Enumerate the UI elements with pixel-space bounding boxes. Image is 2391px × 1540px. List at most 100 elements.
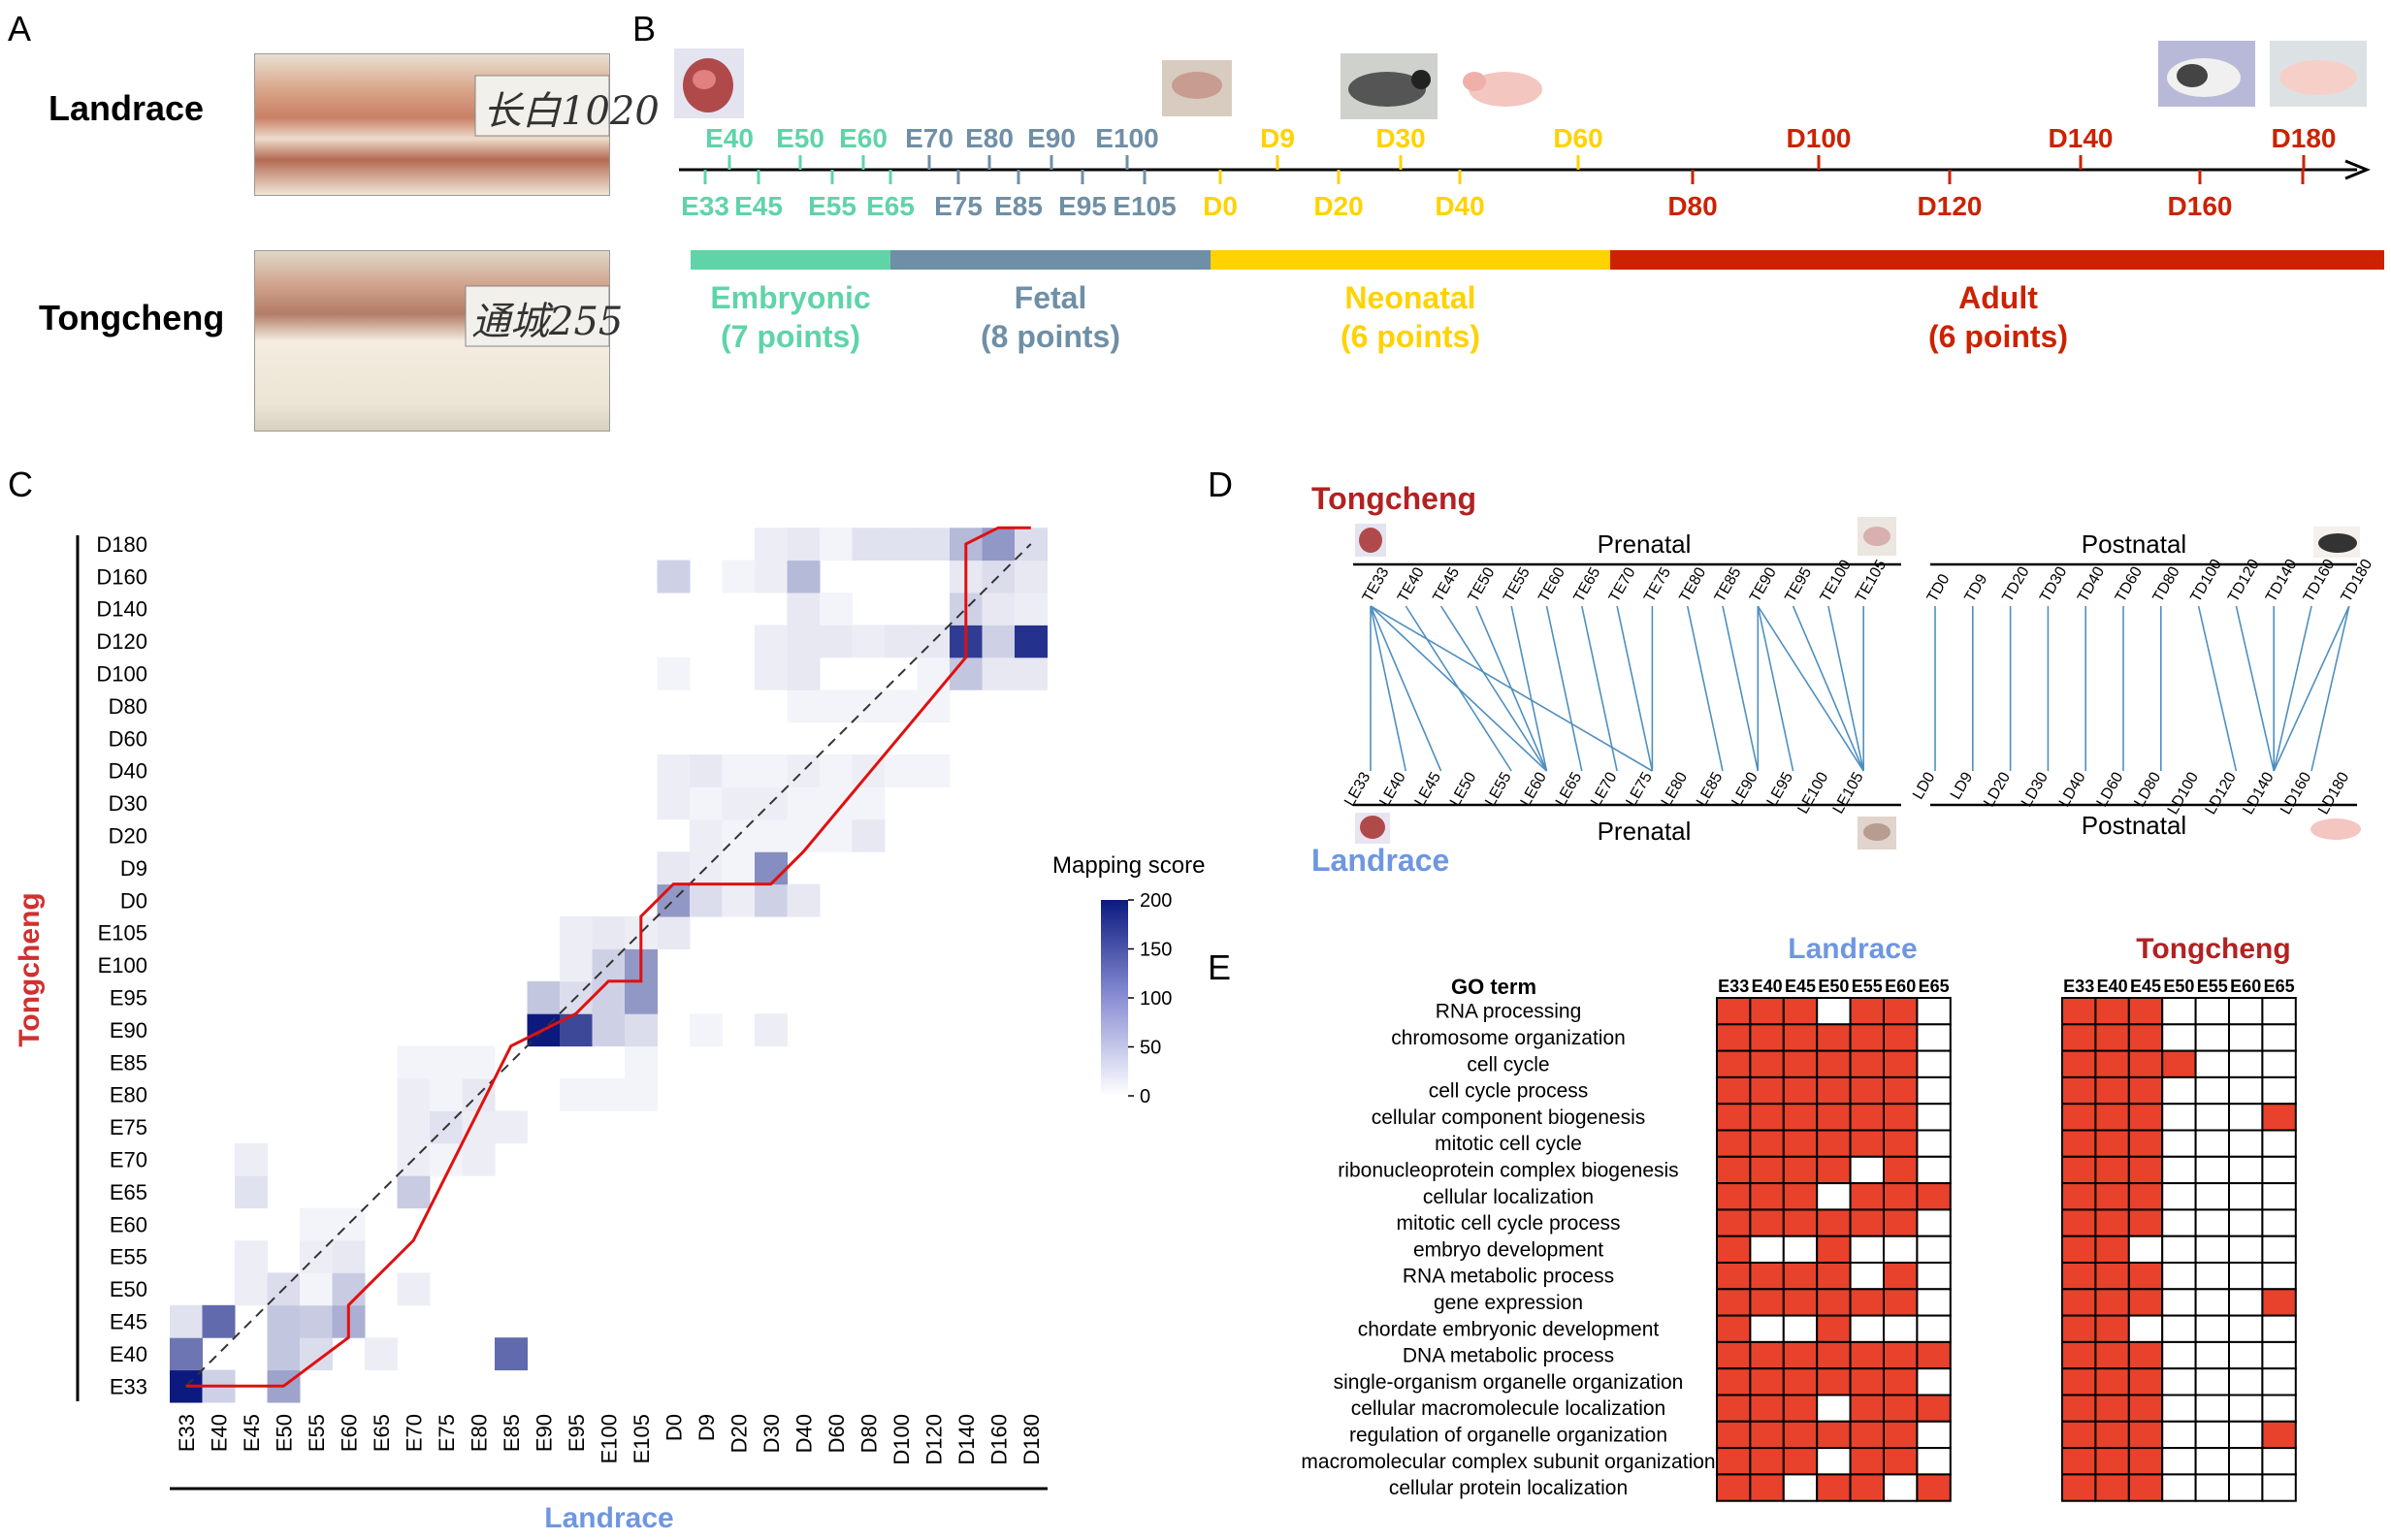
fetus-thumb-bottom	[1858, 817, 1896, 850]
go-grid-cell	[2194, 997, 2231, 1026]
go-grid-cell	[2261, 1288, 2297, 1317]
heatmap-y-tick-label: D160	[96, 564, 147, 589]
heatmap-cell	[235, 1272, 268, 1306]
heatmap-x-tick-label: E65	[370, 1414, 394, 1452]
go-grid-cell	[1749, 1208, 1785, 1237]
go-grid-column-label: E40	[2097, 977, 2128, 996]
go-grid-cell	[2261, 1473, 2297, 1502]
timeline-label: D140	[2049, 123, 2114, 153]
go-term-label: DNA metabolic process	[1403, 1345, 1614, 1367]
heatmap-x-tick-label: D100	[889, 1414, 914, 1465]
heatmap-x-tick-label: E75	[435, 1414, 459, 1452]
go-grid-cell	[2161, 1262, 2197, 1291]
go-grid-cell	[2127, 1288, 2164, 1317]
go-grid-cell	[2094, 1182, 2130, 1211]
go-grid-cell	[2061, 1075, 2097, 1106]
go-grid-cell	[1716, 1420, 1752, 1450]
go-grid-cell	[1849, 1262, 1885, 1291]
heatmap-x-title: Landrace	[544, 1502, 673, 1534]
stage-node-label: LE33	[1341, 769, 1373, 809]
heatmap-x-tick-label: D80	[856, 1414, 881, 1453]
go-grid-cell	[1782, 997, 1819, 1026]
go-term-label: chordate embryonic development	[1358, 1318, 1660, 1340]
heatmap-y-tick-label: E75	[110, 1115, 147, 1139]
go-grid-column-label: E45	[1785, 977, 1816, 996]
stage-node-label: TE50	[1466, 564, 1499, 605]
go-grid-cell	[2228, 1367, 2264, 1396]
go-grid-cell	[1849, 1420, 1885, 1450]
timeline-label: E80	[965, 123, 1014, 153]
go-grid-cell	[2194, 1129, 2231, 1158]
pig-thumb-bottom	[2310, 818, 2361, 840]
go-grid-cell	[2061, 1394, 2097, 1423]
go-grid-cell	[1849, 1367, 1885, 1396]
go-term-label: ribonucleoprotein complex biogenesis	[1338, 1159, 1678, 1181]
go-grid-cell	[2261, 1235, 2297, 1264]
go-grid-cell	[2061, 1182, 2097, 1211]
go-grid-cell	[2161, 1340, 2197, 1370]
go-grid-column-label: E55	[2197, 977, 2228, 996]
stage-node-label: TE95	[1782, 564, 1815, 605]
alignment-link	[1370, 605, 1442, 772]
go-grid-cell	[1749, 1103, 1785, 1132]
stage-node-label: LE45	[1412, 769, 1444, 809]
go-grid-cell	[1916, 1023, 1952, 1052]
go-grid-cell	[2194, 1103, 2231, 1132]
go-grid-cell	[1883, 1447, 1919, 1476]
heatmap-cell	[267, 1337, 301, 1371]
go-grid-cell	[1883, 997, 1919, 1026]
go-grid-cell	[2094, 997, 2130, 1026]
heatmap-x-tick-label: E105	[630, 1414, 654, 1463]
go-grid-cell	[1816, 1340, 1852, 1370]
go-grid-cell	[2194, 1208, 2231, 1237]
stage-node-label: TD20	[1999, 564, 2032, 605]
go-grid-cell	[1782, 1182, 1819, 1211]
timeline-label: E85	[994, 191, 1043, 221]
go-grid-cell	[2261, 1367, 2297, 1396]
go-grid-cell	[2061, 997, 2097, 1026]
heatmap-cell	[462, 1142, 496, 1176]
go-grid-cell	[1849, 1288, 1885, 1317]
go-grid-cell	[1916, 1129, 1952, 1158]
go-grid-cell	[2228, 1473, 2264, 1502]
go-grid-cell	[2127, 1314, 2164, 1343]
go-grid-cell	[1849, 1155, 1885, 1185]
go-grid-cell	[2228, 1288, 2264, 1317]
go-grid-cell	[2194, 1314, 2231, 1343]
go-grid-cell	[1749, 1314, 1785, 1343]
heatmap-x-tick-label: D180	[1019, 1414, 1044, 1465]
go-grid-cell	[1916, 1367, 1952, 1396]
alignment-link	[2197, 605, 2238, 772]
go-grid-cell	[2261, 1023, 2297, 1052]
panel-a-landrace-label: Landrace	[48, 88, 204, 128]
go-grid-column-label: E50	[2163, 977, 2194, 996]
go-grid-cell	[1716, 1235, 1752, 1264]
go-grid-cell	[2094, 1394, 2130, 1423]
heatmap-cell	[820, 593, 853, 626]
timeline-label: D0	[1203, 191, 1238, 221]
heatmap-x-tick-label: E95	[565, 1414, 589, 1452]
landrace-grid-title: Landrace	[1788, 933, 1917, 965]
heatmap-cell	[917, 657, 951, 690]
go-grid-cell	[1883, 1473, 1919, 1502]
timeline-label: E45	[734, 191, 783, 221]
go-grid-cell	[2194, 1262, 2231, 1291]
heatmap-cell	[397, 1272, 431, 1306]
go-grid-cell	[1716, 1208, 1752, 1237]
go-grid-column-label: E60	[1885, 977, 1916, 996]
stage-node-label: TE33	[1360, 564, 1393, 605]
panel-label-b: B	[632, 9, 656, 48]
heatmap-cell	[690, 1013, 723, 1047]
stage-points: (8 points)	[981, 319, 1120, 354]
go-grid-cell	[1916, 1075, 1952, 1106]
go-grid-cell	[1749, 1394, 1785, 1423]
go-grid-cell	[1749, 1420, 1785, 1450]
heatmap-x-tick-label: D40	[792, 1414, 816, 1453]
go-grid-cell	[2161, 1075, 2197, 1106]
go-grid-cell	[2261, 1314, 2297, 1343]
heatmap-y-tick-label: E70	[110, 1148, 147, 1172]
go-grid-cell	[1749, 1447, 1785, 1476]
stage-node-label: LE60	[1518, 769, 1550, 809]
heatmap-y-tick-label: E50	[110, 1277, 147, 1301]
